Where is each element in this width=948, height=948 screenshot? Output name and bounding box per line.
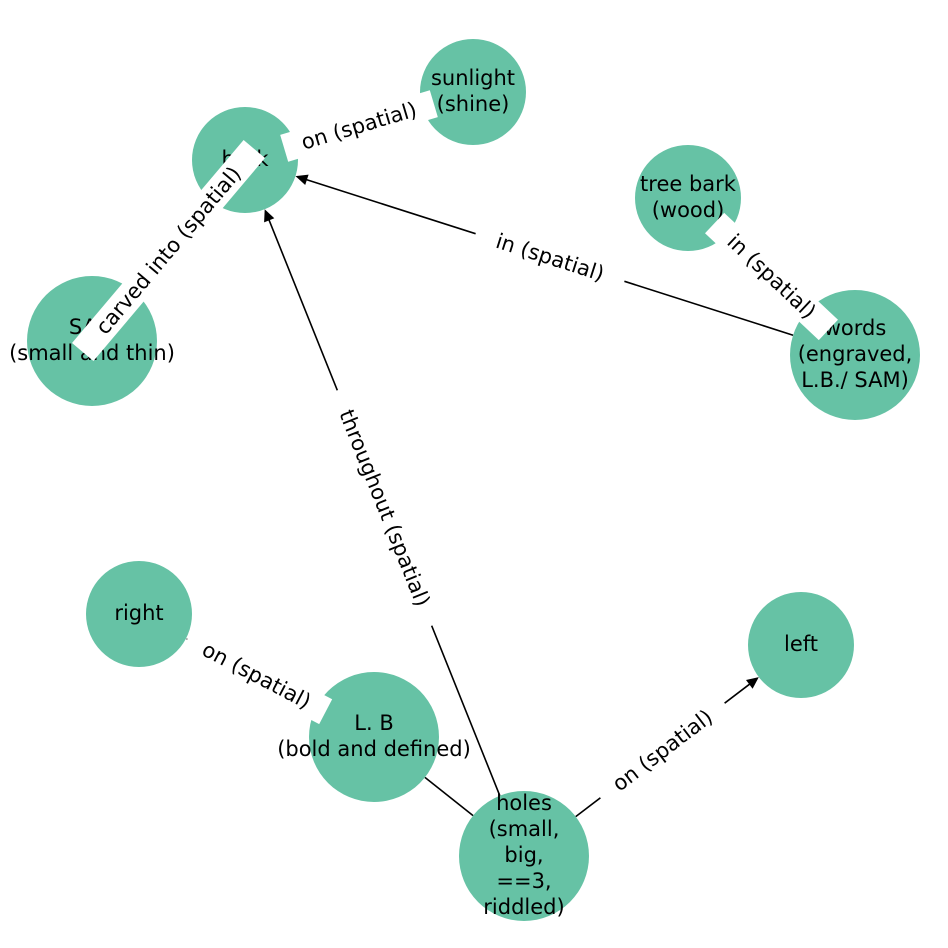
node-label: right [114,601,163,625]
edge-label-background [471,220,629,295]
node-circle [86,561,192,667]
node-label: holes [496,791,552,815]
node-circle [309,672,439,802]
node-circle [420,39,526,145]
nodes-layer: barksunlight(shine)tree bark(wood)SAM(sm… [9,39,920,921]
edge-label-on-spatial: on (spatial) [608,705,717,796]
node-label: (engraved, [798,342,913,366]
edge-holes-to-lb [424,776,474,817]
node-label: L.B./ SAM) [801,368,909,392]
node-holes: holes(small,big,==3,riddled) [459,791,589,921]
edge-label-background [280,90,438,162]
node-lb: L. B(bold and defined) [277,672,471,802]
edge-label-throughout-spatial: throughout (spatial) [334,406,434,610]
edge-label-background [591,692,734,809]
arrowhead-icon [264,209,275,223]
node-label: big, [504,843,543,867]
edge-label-group: throughout (spatial) [324,385,445,631]
node-label: (bold and defined) [277,737,471,761]
edge-label-background [705,212,838,341]
node-right: right [86,561,192,667]
edge-line [424,776,474,817]
node-label: sunlight [431,66,515,90]
node-circle [459,791,589,921]
edge-label-group: in (spatial) [705,212,838,341]
edge-label-group: on (spatial) [180,626,333,725]
node-label: riddled) [483,895,564,919]
node-label: left [784,632,818,656]
node-label: ==3, [496,869,551,893]
node-label: (shine) [437,92,510,116]
edge-label-background [72,139,265,362]
edge-label-group: on (spatial) [591,692,734,809]
edge-label-on-spatial: on (spatial) [198,637,315,714]
node-label: tree bark [640,172,737,196]
edge-label-in-spatial: in (spatial) [722,229,820,323]
node-label: L. B [354,711,393,735]
node-circle [748,592,854,698]
node-sunlight: sunlight(shine) [420,39,526,145]
edge-label-group: in (spatial) [471,220,629,295]
node-left: left [748,592,854,698]
node-label: (wood) [652,198,725,222]
edge-label-group: on (spatial) [280,90,438,162]
node-label: (small, [489,817,560,841]
edge-label-background [324,385,445,631]
arrowhead-icon [295,174,309,185]
edge-label-carved-into-spatial: carved into (spatial) [91,162,246,339]
edge-label-group: carved into (spatial) [72,139,265,362]
arrowhead-icon [746,677,759,689]
edge-label-background [180,626,333,725]
